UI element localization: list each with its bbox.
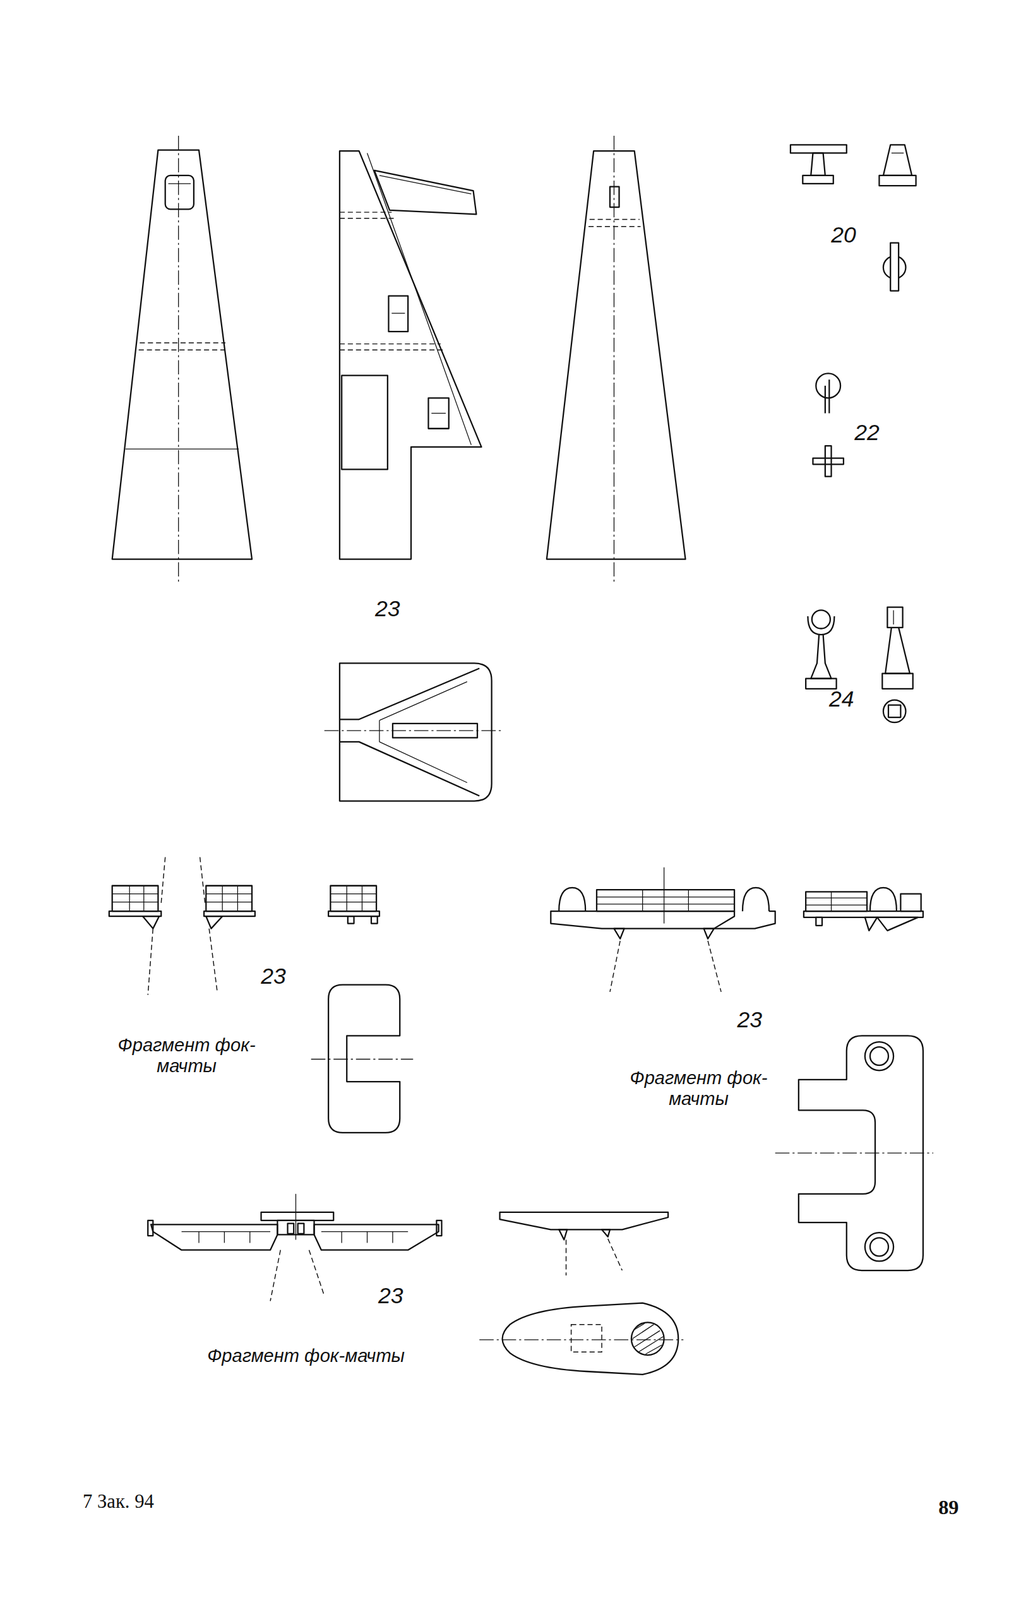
platform-fragment-left [109,857,413,1133]
fragment-caption: Фрагмент фок-мачты [621,1067,775,1110]
fragment-caption: Фрагмент фок-мачты [207,1346,405,1368]
part-24-lights [805,607,914,723]
page-number: 89 [938,1495,959,1520]
platform-fragment-right [550,867,934,1271]
mast-plan-view [324,662,502,801]
fragment-caption: Фрагмент фок-мачты [109,1034,263,1077]
mast-front-view [112,135,252,584]
callout-number: 23 [375,596,401,622]
callout-number: 23 [737,1007,763,1033]
callout-number: 22 [854,419,880,446]
print-order-mark: 7 Зак. 94 [82,1491,155,1514]
mast-rear-view [546,135,686,584]
callout-number: 23 [378,1282,404,1309]
callout-number: 24 [829,685,855,712]
platform-fragment-bottom [147,1194,684,1375]
callout-number: 20 [830,221,857,248]
part-22-fittings [812,373,843,477]
callout-number: 23 [260,962,287,989]
mast-side-view [339,150,482,559]
part-20-fittings [790,144,917,291]
